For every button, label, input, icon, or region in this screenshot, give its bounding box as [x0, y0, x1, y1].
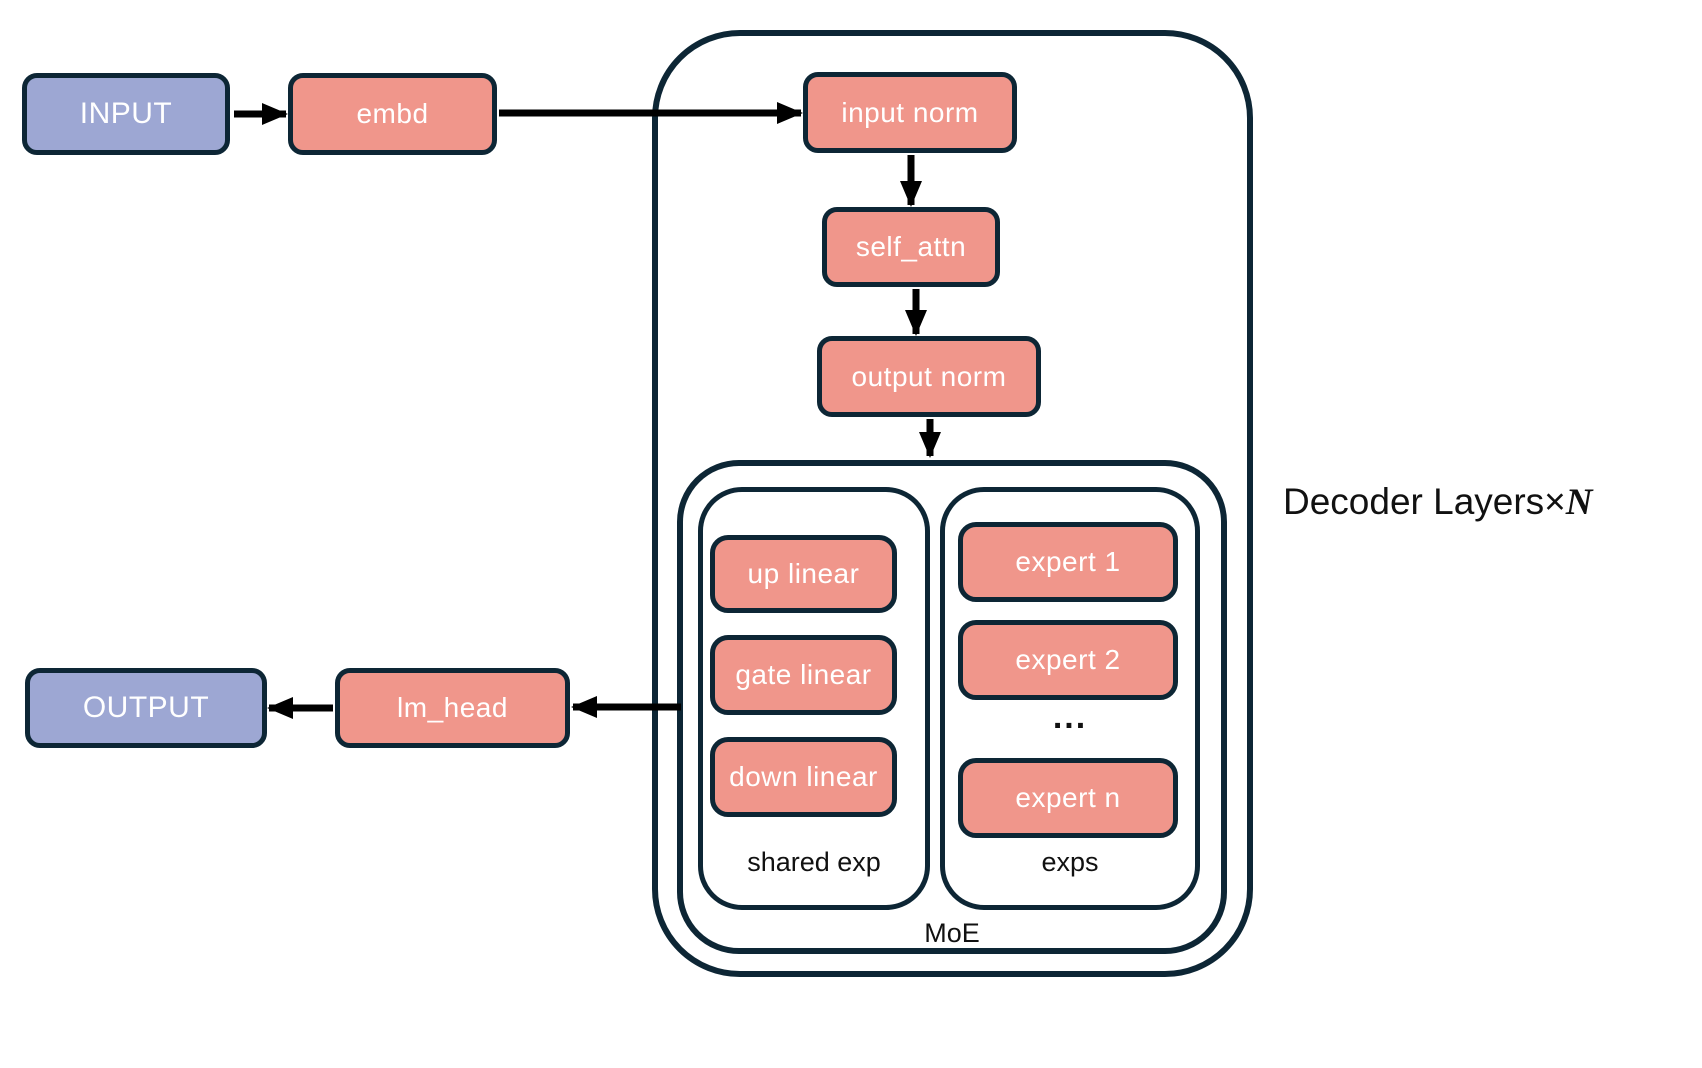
experts-ellipsis: ... [1052, 698, 1088, 736]
embd-block: embd [288, 73, 497, 155]
expert-1-block: expert 1 [958, 522, 1178, 602]
expert-2-block: expert 2 [958, 620, 1178, 700]
output-block: OUTPUT [25, 668, 267, 748]
self-attn-block: self_attn [822, 207, 1000, 287]
decoder-layers-container [652, 30, 1253, 977]
expert-n-block: expert n [958, 758, 1178, 838]
decoder-layers-label: Decoder Layers×N [1283, 481, 1593, 524]
decoder-layers-label-n: N [1565, 482, 1593, 523]
exps-container [940, 487, 1200, 910]
down-linear-block: down linear [710, 737, 897, 817]
input-norm-block: input norm [803, 72, 1017, 153]
exps-label: exps [1041, 847, 1099, 877]
decoder-layers-label-text: Decoder Layers× [1283, 481, 1566, 522]
shared-exp-label: shared exp [747, 847, 881, 877]
input-block: INPUT [22, 73, 230, 155]
output-norm-block: output norm [817, 336, 1041, 417]
moe-label: MoE [924, 918, 980, 948]
shared-exp-container [698, 487, 930, 910]
up-linear-block: up linear [710, 535, 897, 613]
gate-linear-block: gate linear [710, 635, 897, 715]
lm-head-block: lm_head [335, 668, 570, 748]
